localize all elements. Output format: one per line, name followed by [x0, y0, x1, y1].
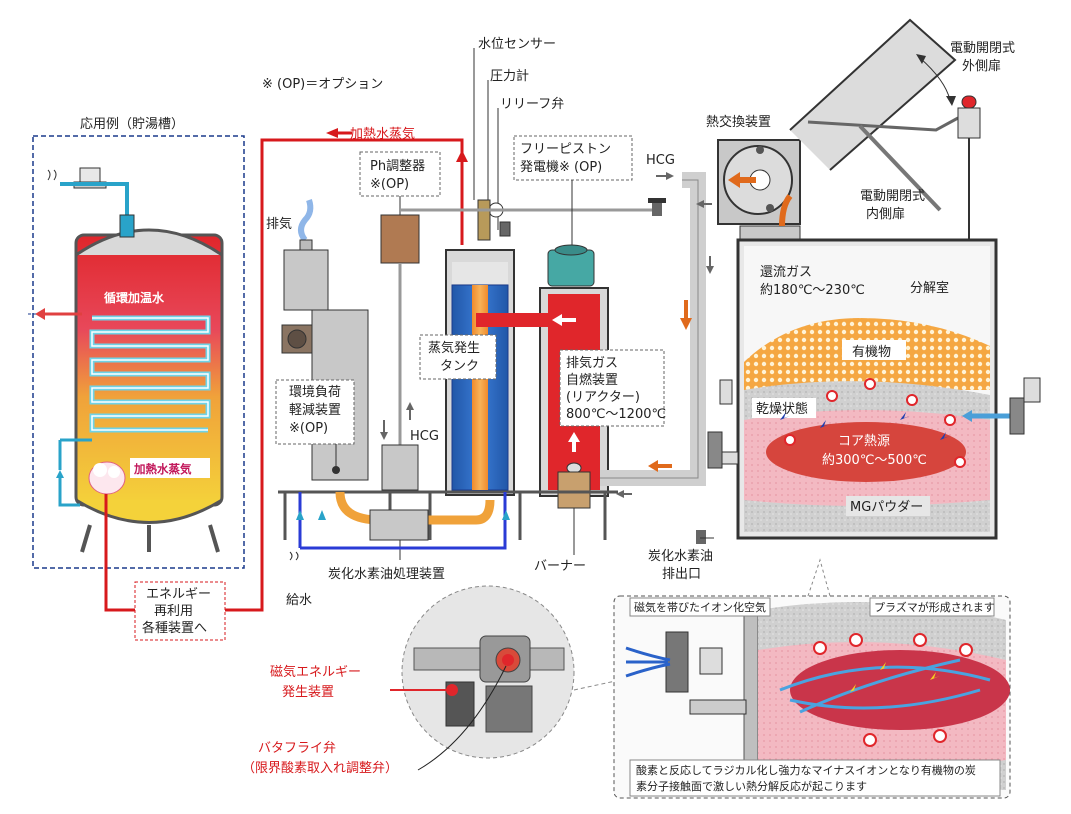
- dry-state-label: 乾燥状態: [756, 401, 808, 417]
- energy-reuse-line3: 各種装置へ: [142, 620, 207, 636]
- plasma-detail: [625, 599, 1010, 790]
- mg-powder-label: MGパウダー: [850, 500, 923, 515]
- ph-adjuster-unit: [380, 214, 420, 264]
- generator-icon: [547, 244, 595, 287]
- free-piston-box: [513, 135, 633, 181]
- hc-oil-processor-label: 炭化水素油処理装置: [328, 567, 445, 582]
- heated-steam-inner-label: 加熱水蒸気: [133, 462, 192, 476]
- steam-tank-box: [419, 334, 497, 380]
- reaction-note-line1: 酸素と反応してラジカル化し強力なマイナスイオンとなり有機物の炭: [636, 763, 976, 777]
- pressure-gauge-label: 圧力計: [490, 68, 529, 84]
- return-gas-line2: 約180℃～230℃: [760, 283, 865, 298]
- heated-steam-label: 加熱水蒸気: [350, 126, 415, 142]
- energy-reuse-box: [134, 581, 226, 641]
- exhaust-plume-icon: [298, 199, 314, 253]
- magnetic-generator-line2: 発生装置: [282, 685, 334, 700]
- hc-oil-outlet-line1: 炭化水素油: [648, 549, 713, 564]
- heat-exchanger-label: 熱交換装置: [706, 114, 771, 130]
- faucet-icon: [47, 167, 129, 225]
- reactor-line4: 800℃～1200℃: [566, 407, 666, 422]
- plasma-label: プラズマが形成されます: [874, 600, 995, 614]
- motor-icon: [281, 324, 313, 354]
- dry-state-bg: [752, 398, 816, 418]
- steam-tank-line2: タンク: [440, 359, 479, 374]
- hcg-top-label: HCG: [646, 153, 675, 168]
- burner-label: バーナー: [534, 559, 586, 574]
- butterfly-valve-marker: [502, 654, 514, 666]
- energy-reuse-pipe: [104, 494, 135, 612]
- magnetized-air-label: 磁気を帯びたイオン化空気: [634, 600, 766, 614]
- hc-oil-processor: [369, 509, 429, 541]
- circulating-water-label: 循環加温水: [104, 290, 165, 305]
- env-load-box: [275, 379, 355, 445]
- organic-bg: [842, 340, 906, 360]
- steam-cloud-icon: [88, 461, 126, 495]
- env-load-line2: 軽減装置: [289, 402, 341, 418]
- reactor-line2: 自燃装置: [566, 372, 618, 388]
- env-load-line3: ※(OP): [289, 421, 328, 436]
- hot-water-tank: [74, 214, 224, 553]
- steam-tank-line1: 蒸気発生: [428, 340, 480, 356]
- water-supply-label: 給水: [286, 593, 312, 608]
- ion-icons: [780, 378, 966, 468]
- organic-matter-label: 有機物: [852, 345, 891, 360]
- magnetic-valve-left: [707, 379, 739, 469]
- reaction-note-line2: 素分子接触面で激しい熱分解反応が起こります: [636, 779, 867, 793]
- hc-oil-outlet-line2: 排出口: [662, 567, 701, 582]
- heated-steam-pipe: [225, 138, 464, 612]
- inner-door-line1: 電動開閉式: [860, 189, 925, 204]
- heated-steam-inner-bg: [130, 458, 210, 478]
- outer-door-line1: 電動開閉式: [950, 41, 1015, 56]
- magnetic-generator-marker: [446, 684, 458, 696]
- inner-door-line2: 内側扉: [866, 206, 905, 222]
- hcg-gas-duct: [600, 172, 706, 486]
- return-gas-line1: 還流ガス: [760, 265, 812, 280]
- magnetic-valve-right: [1009, 377, 1041, 435]
- relief-valve-label: リリーフ弁: [500, 97, 564, 112]
- heat-exchanger: [717, 139, 801, 247]
- pressure-gauge-icon: [477, 199, 511, 241]
- free-piston-line1: フリーピストン: [520, 142, 611, 157]
- magnetized-air-box: [629, 597, 771, 617]
- mg-powder-bg: [846, 496, 930, 516]
- free-piston-line2: 発電機※ (OP): [520, 160, 602, 175]
- hcg-mid-label: HCG: [410, 429, 439, 444]
- reactor-line3: (リアクター): [566, 390, 640, 405]
- application-example-label: 応用例（貯湯槽）: [80, 117, 184, 132]
- outer-door-line2: 外側扉: [962, 58, 1001, 74]
- energy-reuse-line1: エネルギー: [146, 587, 211, 602]
- hcg-valve-icon: [648, 198, 666, 216]
- valve-detail: [413, 635, 565, 733]
- hcg-condenser: [381, 444, 419, 491]
- exhaust-label: 排気: [266, 216, 292, 232]
- core-heat-line2: 約300℃～500℃: [822, 453, 927, 468]
- plasma-box: [869, 597, 995, 617]
- water-level-sensor-label: 水位センサー: [478, 37, 556, 52]
- reactor-line1: 排気ガス: [566, 355, 618, 371]
- hc-oil-outlet-valve: [696, 530, 714, 544]
- warning-lamp-icon: [957, 95, 981, 139]
- butterfly-valve-line1: バタフライ弁: [258, 741, 336, 756]
- ph-adjuster-box: [359, 151, 441, 197]
- reactor-box: [559, 349, 665, 427]
- ph-adjuster-line2: ※(OP): [370, 177, 409, 192]
- ph-adjuster-line1: Ph調整器: [370, 159, 425, 174]
- outer-door: [789, 18, 959, 212]
- burner-icon: [557, 462, 591, 509]
- magnetic-generator-line1: 磁気エネルギー: [270, 664, 361, 680]
- reaction-note-box: [629, 759, 1001, 797]
- core-heat-line1: コア熱源: [838, 434, 890, 449]
- env-load-line1: 環境負荷: [289, 385, 341, 400]
- butterfly-valve-line2: （限界酸素取入れ調整弁）: [242, 761, 398, 776]
- energy-reuse-line2: 再利用: [154, 604, 193, 619]
- decomposition-chamber-label: 分解室: [910, 280, 949, 296]
- exhaust-stack: [283, 249, 329, 311]
- application-example-frame: [32, 135, 245, 569]
- option-legend: ※ (OP)＝オプション: [262, 77, 383, 92]
